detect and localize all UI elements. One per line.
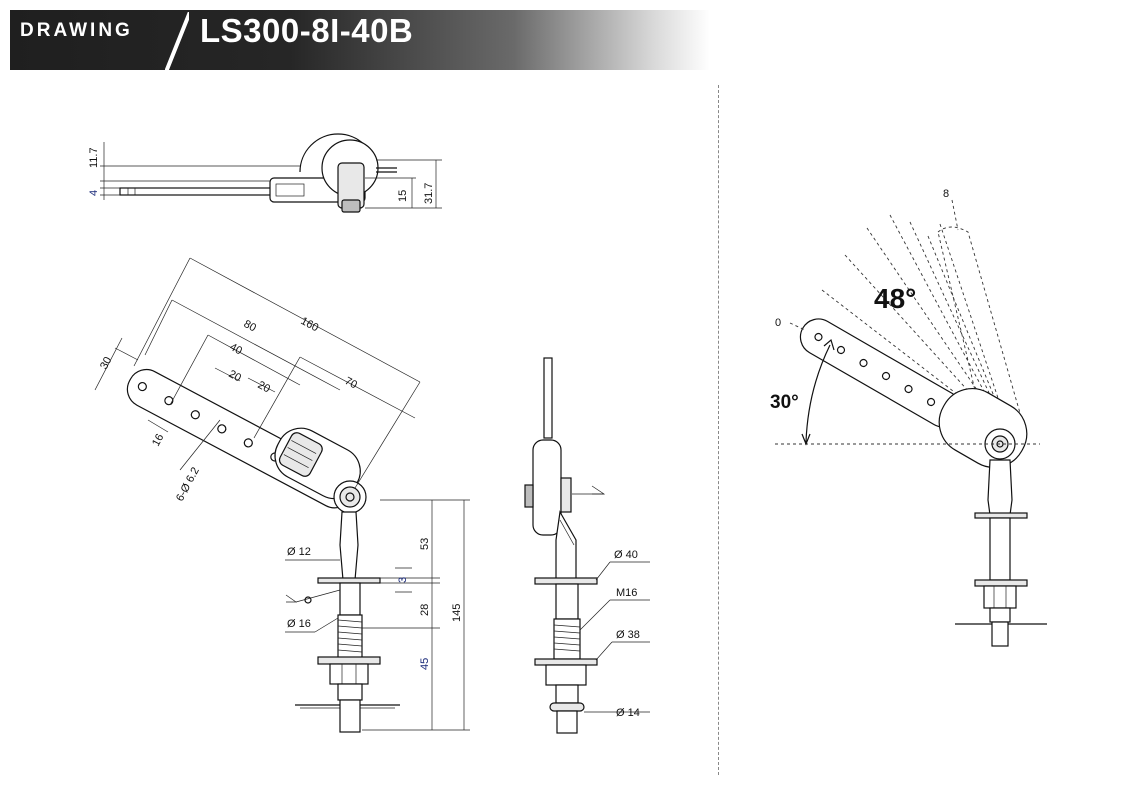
angle-30-label: 30° — [770, 392, 799, 413]
hex-nut — [329, 663, 369, 685]
angle-view: 0 8 48° 30° — [770, 188, 1047, 647]
dim-11-7: 11.7 — [88, 147, 100, 168]
angle-stem — [987, 459, 1013, 516]
front-stem — [339, 511, 359, 581]
dim-20b: 20 — [256, 379, 272, 395]
dim-15: 15 — [397, 190, 409, 202]
ghost-arm-position-8 — [937, 226, 1023, 421]
side-hex-nut — [545, 664, 587, 686]
dim-31-7: 31.7 — [423, 183, 435, 204]
hole-4 — [217, 424, 227, 434]
header-slash-divider — [165, 12, 189, 72]
dim-3: 3 — [397, 577, 409, 583]
dim-m16: M16 — [616, 587, 637, 599]
side-upper-washer — [534, 577, 598, 585]
side-housing — [532, 439, 562, 536]
dim-dia-12: Ø 12 — [287, 546, 311, 558]
dim-20a: 20 — [227, 368, 243, 384]
dim-28: 28 — [419, 604, 431, 616]
dim-80: 80 — [242, 318, 258, 334]
angle-arc-30 — [805, 344, 831, 443]
header-banner — [10, 10, 710, 70]
side-arm — [543, 357, 553, 439]
dim-160: 160 — [299, 315, 321, 334]
view-divider-line — [718, 85, 719, 775]
model-title: LS300-8I-40B — [200, 12, 414, 49]
hole-1 — [137, 381, 147, 392]
dim-dia-16: Ø 16 — [287, 618, 311, 630]
dim-dia-40: Ø 40 — [614, 549, 638, 561]
dim-16: 16 — [150, 432, 166, 448]
dim-30: 30 — [98, 355, 114, 371]
weld-symbol — [285, 594, 298, 603]
dim-dia-14: Ø 14 — [616, 707, 640, 719]
angle-hex-nut — [983, 585, 1017, 609]
lower-washer — [317, 656, 381, 665]
bottom-pin — [339, 699, 361, 733]
dim-70: 70 — [343, 375, 359, 391]
hole-2 — [164, 396, 174, 406]
dim-53: 53 — [419, 538, 431, 550]
side-weld-symbol — [591, 485, 606, 495]
top-view: 11.7 4 15 31.7 — [88, 133, 442, 213]
side-lower-washer — [534, 658, 598, 666]
pivot-bolt — [339, 486, 361, 508]
position-zero-label: 0 — [775, 317, 781, 329]
position-eight-label: 8 — [943, 188, 949, 200]
angle-48-label: 48° — [874, 283, 916, 314]
dim-40: 40 — [228, 341, 244, 357]
dim-145: 145 — [451, 604, 463, 622]
dim-holes: 6-Ø 6.2 — [174, 465, 202, 503]
hole-5 — [243, 438, 253, 448]
side-view: Ø 40 M16 Ø 38 Ø 14 — [524, 357, 650, 734]
dim-45: 45 — [419, 658, 431, 670]
upper-washer — [317, 577, 381, 584]
dim-dia-38: Ø 38 — [616, 629, 640, 641]
drawing-tag: DRAWING — [20, 20, 133, 41]
front-view: 160 80 40 20 20 70 30 16 6-Ø 6.2 53 3 28… — [94, 257, 470, 733]
dim-4: 4 — [88, 190, 100, 196]
hole-3 — [190, 410, 200, 420]
